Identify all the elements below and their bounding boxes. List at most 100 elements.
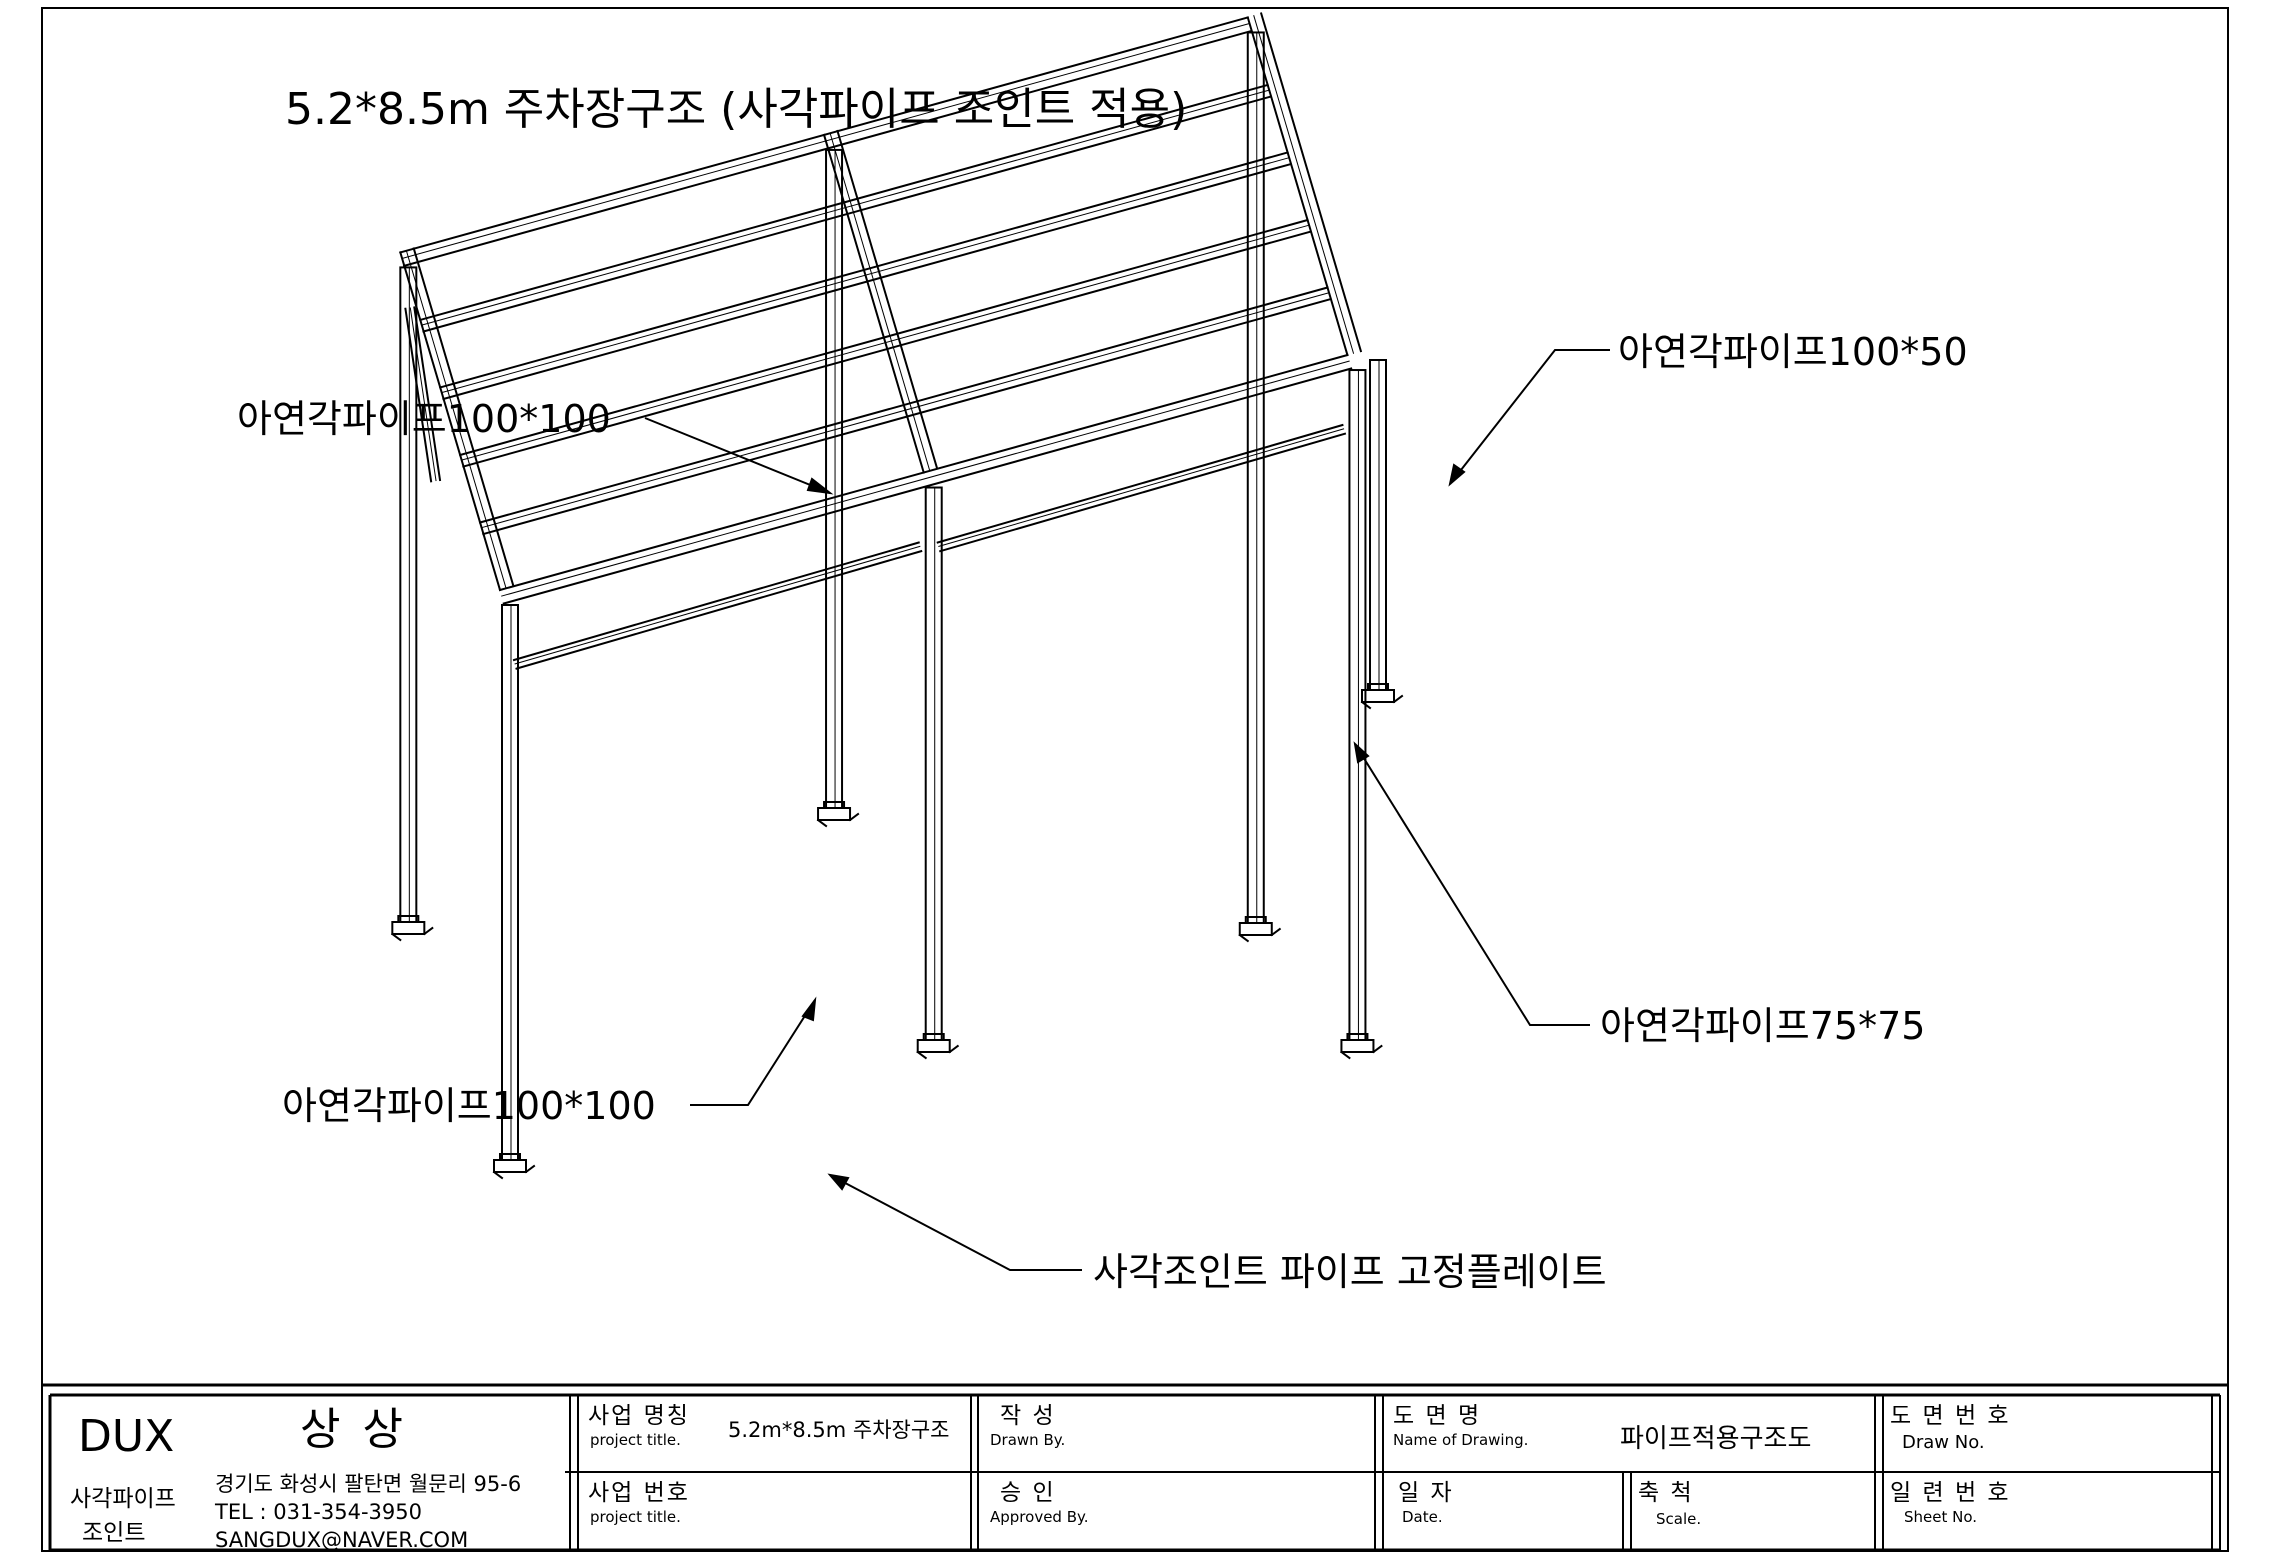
purlin-2-edge-c bbox=[460, 224, 1310, 461]
tb-scale-sub: Scale. bbox=[1656, 1510, 1702, 1528]
post-back-mid bbox=[825, 148, 844, 809]
tb-project-name-value: 5.2m*8.5m 주차장구조 bbox=[728, 1418, 950, 1442]
post-front-left-base-cap bbox=[499, 1153, 521, 1161]
tb-email: SANGDUX@NAVER.COM bbox=[215, 1528, 469, 1552]
leader-base-plate-arrow bbox=[827, 1173, 850, 1191]
beam-mid-top-edge-a bbox=[822, 133, 925, 474]
post-back-middle-base-cap bbox=[1367, 683, 1389, 691]
beam-right-top-edge-b bbox=[1259, 12, 1363, 353]
post-front-right-base-edge-b bbox=[1372, 1044, 1383, 1054]
girt-front-left-edge-c bbox=[514, 545, 921, 665]
post-front-mid-base-edge-b bbox=[948, 1044, 960, 1054]
post-back-mid-base-edge-b bbox=[848, 812, 860, 822]
tb-brand: DUX bbox=[78, 1411, 175, 1462]
tb-drawing-no-sub: Draw No. bbox=[1902, 1432, 1985, 1453]
page-title: 5.2*8.5m 주차장구조 (사각파이프 조인트 적용) bbox=[285, 84, 1188, 135]
girt-left-side-edge-b bbox=[404, 307, 433, 483]
post-back-mid-base-cap bbox=[823, 801, 846, 809]
tb-drawing-no-label: 도 면 번 호 bbox=[1890, 1403, 2011, 1429]
callout-bottom-left-pipe: 아연각파이프100*100 bbox=[282, 1084, 656, 1128]
tb-approved-sub: Approved By. bbox=[990, 1508, 1089, 1526]
tb-scale-label: 축 척 bbox=[1638, 1480, 1694, 1506]
post-front-mid-base-edge-a bbox=[916, 1050, 928, 1060]
post-front-right-base-edge-a bbox=[1340, 1050, 1351, 1060]
leader-right-lower-pipe-arrow bbox=[1353, 741, 1370, 764]
post-back-mid-base-plate bbox=[817, 807, 852, 821]
post-front-mid-base-cap bbox=[922, 1033, 945, 1041]
purlin-4-edge-a bbox=[419, 83, 1269, 322]
purlin-1-edge-b bbox=[482, 297, 1332, 536]
post-front-left-base-edge-a bbox=[492, 1170, 504, 1180]
title-block-lines bbox=[42, 1383, 2228, 1552]
leader-top-left-pipe-arrow bbox=[806, 477, 834, 495]
callout-top-right-pipe: 아연각파이프100*50 bbox=[1618, 330, 1968, 374]
tb-project-no-sub: project title. bbox=[590, 1508, 681, 1526]
tb-approved-label: 승 인 bbox=[1000, 1480, 1056, 1506]
post-back-mid-base-edge-a bbox=[816, 818, 828, 828]
post-front-right-base-plate bbox=[1340, 1039, 1375, 1053]
tb-date-sub: Date. bbox=[1402, 1508, 1443, 1526]
tb-sheet-no-label: 일 련 번 호 bbox=[1890, 1480, 2011, 1506]
callout-right-lower-pipe: 아연각파이프75*75 bbox=[1600, 1004, 1926, 1048]
beam-front-top-edge-b bbox=[502, 367, 1353, 605]
purlin-4-edge-b bbox=[422, 95, 1273, 333]
callout-top-left-pipe: 아연각파이프100*100 bbox=[237, 397, 611, 441]
beam-right-top-edge-a bbox=[1246, 16, 1349, 357]
post-back-right-base-plate bbox=[1238, 922, 1273, 936]
tb-drawing-name-sub: Name of Drawing. bbox=[1393, 1431, 1529, 1449]
girt-front-left-edge-b bbox=[515, 549, 923, 670]
tb-product-line2: 조인트 bbox=[82, 1520, 146, 1546]
post-back-left-base-edge-b bbox=[422, 926, 434, 936]
purlin-2-edge-b bbox=[462, 230, 1313, 468]
girt-front-right-edge-b bbox=[938, 432, 1347, 553]
post-front-right-base-cap bbox=[1346, 1033, 1369, 1041]
post-back-right-base-edge-a bbox=[1238, 933, 1250, 943]
leader-right-lower-pipe bbox=[1354, 743, 1590, 1026]
post-back-middle-base-edge-b bbox=[1392, 694, 1404, 704]
girt-left-side-edge-a bbox=[413, 306, 442, 482]
tb-date-label: 일 자 bbox=[1398, 1480, 1454, 1506]
tb-company-name: 상 상 bbox=[300, 1404, 407, 1455]
purlin-2-edge-a bbox=[458, 218, 1309, 457]
tb-drawn-label: 작 성 bbox=[1000, 1403, 1056, 1429]
post-back-left-base-plate bbox=[391, 921, 426, 935]
tb-project-name-label: 사업 명칭 bbox=[588, 1403, 690, 1429]
post-back-middle bbox=[1369, 359, 1387, 691]
purlin-3-edge-b bbox=[442, 162, 1293, 401]
tb-drawn-sub: Drawn By. bbox=[990, 1431, 1066, 1449]
post-back-middle-base-edge-a bbox=[1360, 700, 1372, 710]
leader-base-plate bbox=[829, 1174, 1082, 1271]
girt-front-right-edge-c bbox=[938, 428, 1345, 548]
purlin-4-edge-c bbox=[421, 89, 1270, 326]
tb-drawing-name-label: 도 면 명 bbox=[1393, 1403, 1482, 1429]
tb-project-no-label: 사업 번호 bbox=[588, 1480, 690, 1506]
post-front-left-base-plate bbox=[493, 1159, 527, 1173]
beam-front-top-edge-c bbox=[501, 360, 1350, 597]
post-back-left-base-edge-a bbox=[390, 932, 402, 942]
post-front-right bbox=[1348, 369, 1367, 1042]
tb-tel: TEL : 031-354-3950 bbox=[215, 1500, 422, 1524]
post-back-right-base-cap bbox=[1244, 916, 1267, 924]
post-front-left-base-edge-b bbox=[524, 1164, 536, 1174]
leader-bottom-left-pipe bbox=[690, 999, 816, 1106]
girt-front-right-edge-a bbox=[936, 423, 1344, 544]
post-back-right bbox=[1246, 31, 1265, 924]
leader-bottom-left-pipe-arrow bbox=[801, 996, 817, 1022]
tb-sheet-no-sub: Sheet No. bbox=[1904, 1508, 1978, 1526]
post-front-left bbox=[501, 604, 519, 1161]
beam-right-top-edge-c bbox=[1253, 15, 1355, 354]
leader-top-right-pipe-arrow bbox=[1448, 463, 1466, 487]
girt-left-side-edge-c bbox=[409, 307, 437, 482]
tb-address: 경기도 화성시 팔탄면 월문리 95-6 bbox=[215, 1472, 522, 1496]
post-back-left-base-cap bbox=[397, 915, 420, 923]
post-front-mid-base-plate bbox=[916, 1039, 951, 1053]
girt-front-left-edge-a bbox=[512, 541, 920, 662]
tb-drawing-name-value: 파이프적용구조도 bbox=[1620, 1424, 1812, 1454]
purlin-3-edge-a bbox=[438, 151, 1289, 389]
purlin-1-edge-c bbox=[480, 292, 1330, 529]
post-back-right-base-edge-b bbox=[1270, 927, 1282, 937]
leader-top-right-pipe bbox=[1449, 349, 1610, 485]
